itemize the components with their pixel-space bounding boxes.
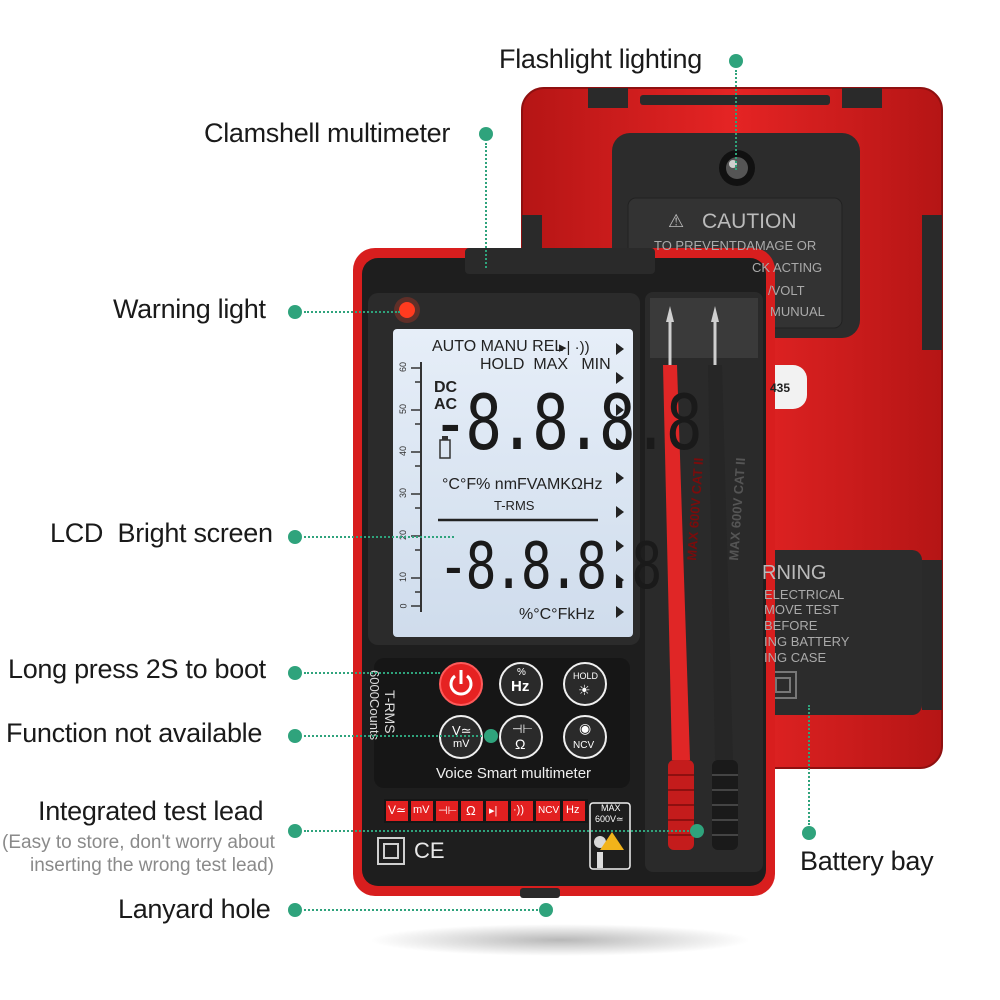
caution-title: CAUTION [702, 210, 797, 233]
lcd-scale-30: 30 [398, 487, 409, 499]
button-hold-light-icon: ☀ [578, 682, 591, 698]
button-hz-top: % [517, 667, 526, 678]
callout-test-lead-note-1: (Easy to store, don't worry about [2, 832, 275, 853]
max-label: MAX [601, 803, 621, 813]
callout-function-na: Function not available [6, 718, 263, 748]
callout-line-flashlight [735, 70, 737, 170]
fn-label-5: ·)) [513, 804, 524, 816]
callout-dot-boot [288, 666, 302, 680]
ce-mark: CE [414, 838, 445, 863]
callout-dot-clamshell [479, 127, 493, 141]
lcd-units-row: °C°F% nmFVAMKΩHz [442, 476, 603, 493]
voice-icon: ◉ [579, 720, 592, 736]
lcd-ac: AC [434, 396, 458, 413]
lcd-mode-row-2: HOLD MAX MIN [480, 356, 611, 373]
caution-line-1: TO PREVENTDAMAGE OR [654, 238, 817, 253]
callout-line-warning-light [304, 311, 400, 313]
callout-line-boot [304, 672, 440, 674]
lcd-scale-0: 0 [398, 603, 409, 609]
function-strip [384, 799, 588, 823]
warning-line-3: BEFORE [764, 618, 818, 633]
body-brand-label: Voice Smart multimeter [436, 765, 592, 782]
callout-test-lead-note-2: inserting the wrong test lead) [30, 855, 274, 876]
body-counts-label: 6000Counts [367, 670, 382, 741]
caution-line-3: /VOLT [768, 283, 805, 298]
warning-line-2: MOVE TEST [764, 602, 839, 617]
lcd-dc: DC [434, 379, 458, 396]
fn-label-3: Ω [466, 803, 476, 818]
lcd-scale-20: 20 [398, 529, 409, 541]
button-voltage-top: V≃ [452, 723, 472, 738]
warning-line-1: ELECTRICAL [764, 587, 845, 602]
caution-line-2: CK ACTING [752, 260, 823, 275]
callout-dot-lanyard [288, 903, 302, 917]
fn-label-2: ⊣⊢ [438, 805, 458, 817]
callout-dot-function-na-end [484, 729, 498, 743]
fn-label-6: NCV [538, 805, 560, 816]
fn-label-0: V≃ [388, 803, 407, 817]
lcd-mode-row-1: AUTO MANU REL [432, 338, 564, 355]
button-ncv-bottom: NCV [573, 740, 595, 751]
callout-line-lcd [304, 536, 454, 538]
red-probe [663, 306, 694, 850]
callout-line-clamshell [485, 143, 487, 268]
body-trms-label: T-RMS [382, 690, 398, 734]
lcd-scale-ticks [411, 367, 421, 607]
lcd-diode-beep-icon: ▸| ·)) [559, 339, 590, 356]
fn-label-4: ▸| [489, 805, 498, 817]
callout-line-lanyard [304, 909, 538, 911]
capacitance-resistance-icon: ⊣⊢ [512, 722, 533, 736]
warning-led [399, 302, 415, 318]
warning-line-4: ING BATTERY [764, 634, 850, 649]
button-hold-top: HOLD [573, 671, 599, 681]
callout-clamshell: Clamshell multimeter [204, 118, 451, 148]
model-sticker-text: 435 [770, 381, 791, 395]
callout-warning-light: Warning light [113, 294, 266, 324]
lcd-secondary-digits: -8.8.8.8 [438, 530, 662, 604]
fn-label-1: mV [413, 804, 430, 816]
button-voltage-bottom: mV [453, 738, 470, 750]
lcd-trms: T-RMS [494, 498, 535, 513]
warning-title: RNING [762, 562, 827, 584]
caution-line-4: MUNUAL [770, 304, 825, 319]
callout-battery: Battery bay [800, 846, 934, 876]
caution-warning-icon: ⚠ [668, 211, 685, 231]
callout-flashlight: Flashlight lighting [499, 44, 702, 74]
callout-test-lead: Integrated test lead [38, 796, 264, 826]
lcd-scale-40: 40 [398, 445, 409, 457]
callout-dot-lcd [288, 530, 302, 544]
fn-label-7: Hz [566, 804, 580, 816]
callout-lanyard: Lanyard hole [118, 894, 271, 924]
callout-boot: Long press 2S to boot [8, 654, 266, 684]
button-ohm-bottom: Ω [515, 736, 526, 752]
keypad-buttons [439, 662, 607, 759]
callout-line-function-na [304, 735, 482, 737]
callout-lcd: LCD Bright screen [50, 518, 273, 548]
callout-line-test-lead [304, 830, 692, 832]
callout-dot-warning-light [288, 305, 302, 319]
floor-shadow [370, 924, 750, 956]
lcd-scale-10: 10 [398, 571, 409, 583]
callout-dot-lanyard-end [539, 903, 553, 917]
black-probe [708, 306, 738, 850]
callout-dot-flashlight [729, 54, 743, 68]
lcd-scale-60: 60 [398, 361, 409, 373]
callout-dot-test-lead [288, 824, 302, 838]
callout-dot-test-lead-end [690, 824, 704, 838]
callout-dot-function-na [288, 729, 302, 743]
callout-line-battery [808, 705, 810, 825]
button-hz-bottom: Hz [511, 678, 530, 695]
lcd-screen [393, 329, 633, 637]
max-rating: 600V≃ [595, 814, 624, 824]
lcd-main-digits: -8.8.8.8 [432, 378, 702, 467]
callout-dot-battery [802, 826, 816, 840]
warning-line-5: ING CASE [764, 650, 827, 665]
lcd-scale-50: 50 [398, 403, 409, 415]
lcd-secondary-units: %°C°FkHz [519, 606, 595, 623]
